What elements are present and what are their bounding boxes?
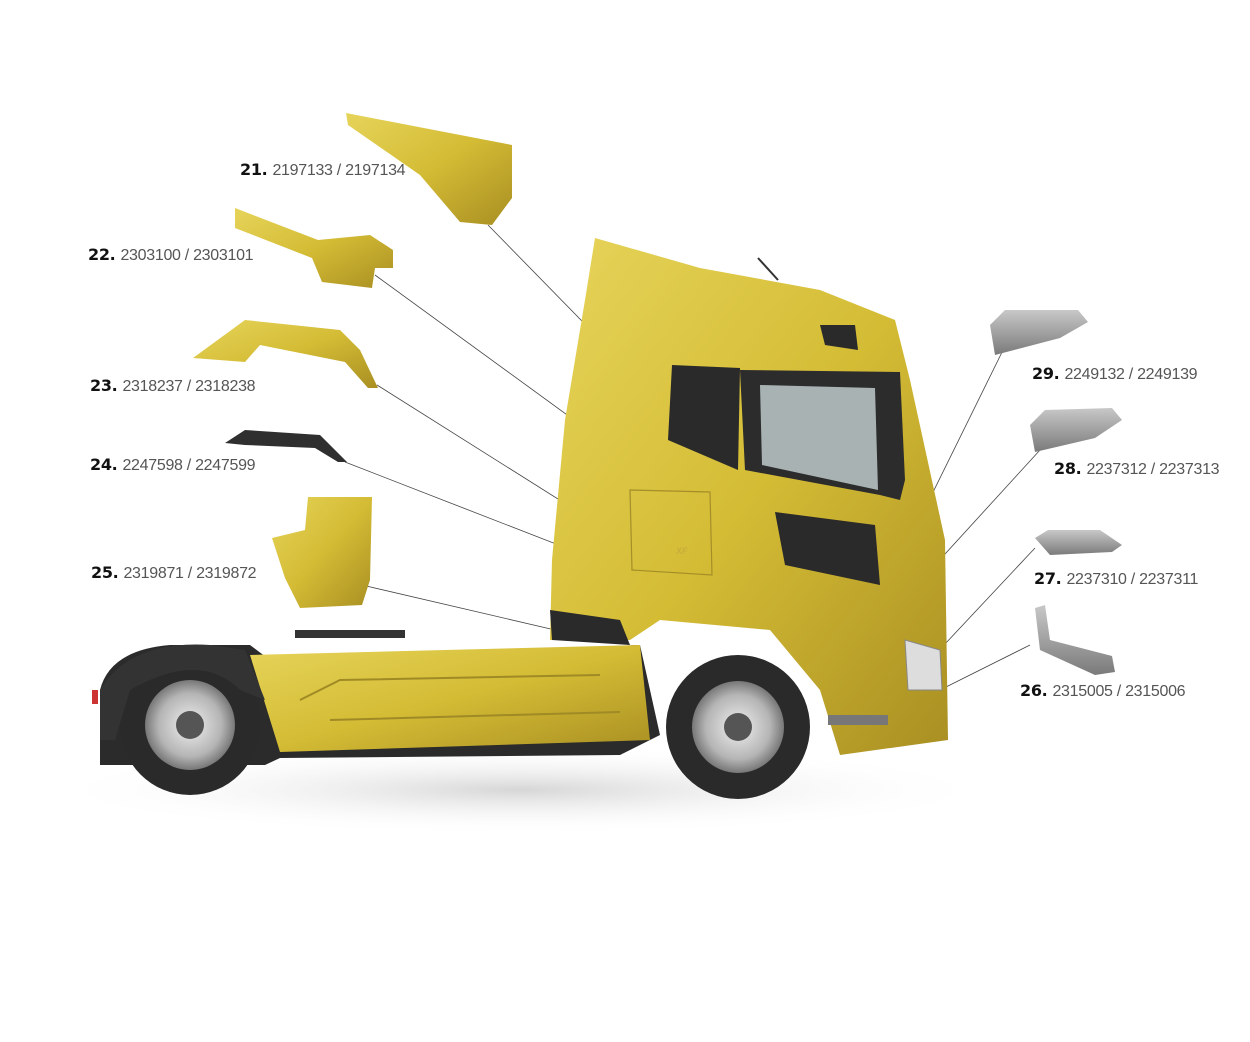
- rear-mudguard: [100, 644, 265, 740]
- part-23-shape: [193, 320, 378, 388]
- headlight: [904, 639, 943, 691]
- side-locker: [629, 489, 713, 576]
- part-numbers: 2247598 / 2247599: [122, 457, 256, 474]
- part-label-29[interactable]: 29.2249132 / 2249139: [1032, 364, 1198, 384]
- part-label-21[interactable]: 21.2197133 / 2197134: [240, 160, 406, 180]
- part-29-shape: [990, 310, 1088, 355]
- lower-step-on-truck: [828, 715, 888, 725]
- part-numbers: 2303100 / 2303101: [120, 247, 254, 264]
- part-numbers: 2249132 / 2249139: [1064, 366, 1198, 383]
- part-28-shape: [1030, 408, 1122, 452]
- part-id: 25.: [91, 563, 119, 582]
- part-label-27[interactable]: 27.2237310 / 2237311: [1034, 569, 1198, 589]
- fifth-wheel: [295, 630, 405, 638]
- part-numbers: 2237310 / 2237311: [1066, 571, 1199, 588]
- part-24-shape: [225, 430, 347, 462]
- part-label-25[interactable]: 25.2319871 / 2319872: [91, 563, 257, 583]
- rear-wheel: [120, 655, 260, 795]
- part-numbers: 2197133 / 2197134: [272, 162, 406, 179]
- sleeper-window: [668, 365, 740, 470]
- part-id: 22.: [88, 245, 116, 264]
- cab: [550, 238, 948, 755]
- tail-light: [92, 690, 98, 704]
- part-label-26[interactable]: 26.2315005 / 2315006: [1020, 681, 1186, 701]
- part-id: 21.: [240, 160, 268, 179]
- part-label-24[interactable]: 24.2247598 / 2247599: [90, 455, 256, 475]
- part-label-22[interactable]: 22.2303100 / 2303101: [88, 245, 254, 265]
- part-numbers: 2315005 / 2315006: [1052, 683, 1186, 700]
- part-label-23[interactable]: 23.2318237 / 2318238: [90, 376, 256, 396]
- front-wheel: [666, 655, 810, 799]
- part-numbers: 2318237 / 2318238: [122, 378, 256, 395]
- part-id: 27.: [1034, 569, 1062, 588]
- part-id: 24.: [90, 455, 118, 474]
- part-numbers: 2319871 / 2319872: [123, 565, 257, 582]
- part-27-shape: [1035, 530, 1122, 555]
- model-badge: XF: [676, 546, 688, 556]
- part-25-shape: [272, 497, 372, 608]
- part-id: 26.: [1020, 681, 1048, 700]
- door-handle-recess: [775, 512, 880, 585]
- part-label-28[interactable]: 28.2237312 / 2237313: [1054, 459, 1220, 479]
- part-numbers: 2237312 / 2237313: [1086, 461, 1220, 478]
- part-22-shape: [235, 208, 393, 288]
- part-21-shape: [346, 113, 512, 225]
- part-id: 28.: [1054, 459, 1082, 478]
- part-id: 23.: [90, 376, 118, 395]
- part-26-shape: [1035, 605, 1115, 675]
- part-id: 29.: [1032, 364, 1060, 383]
